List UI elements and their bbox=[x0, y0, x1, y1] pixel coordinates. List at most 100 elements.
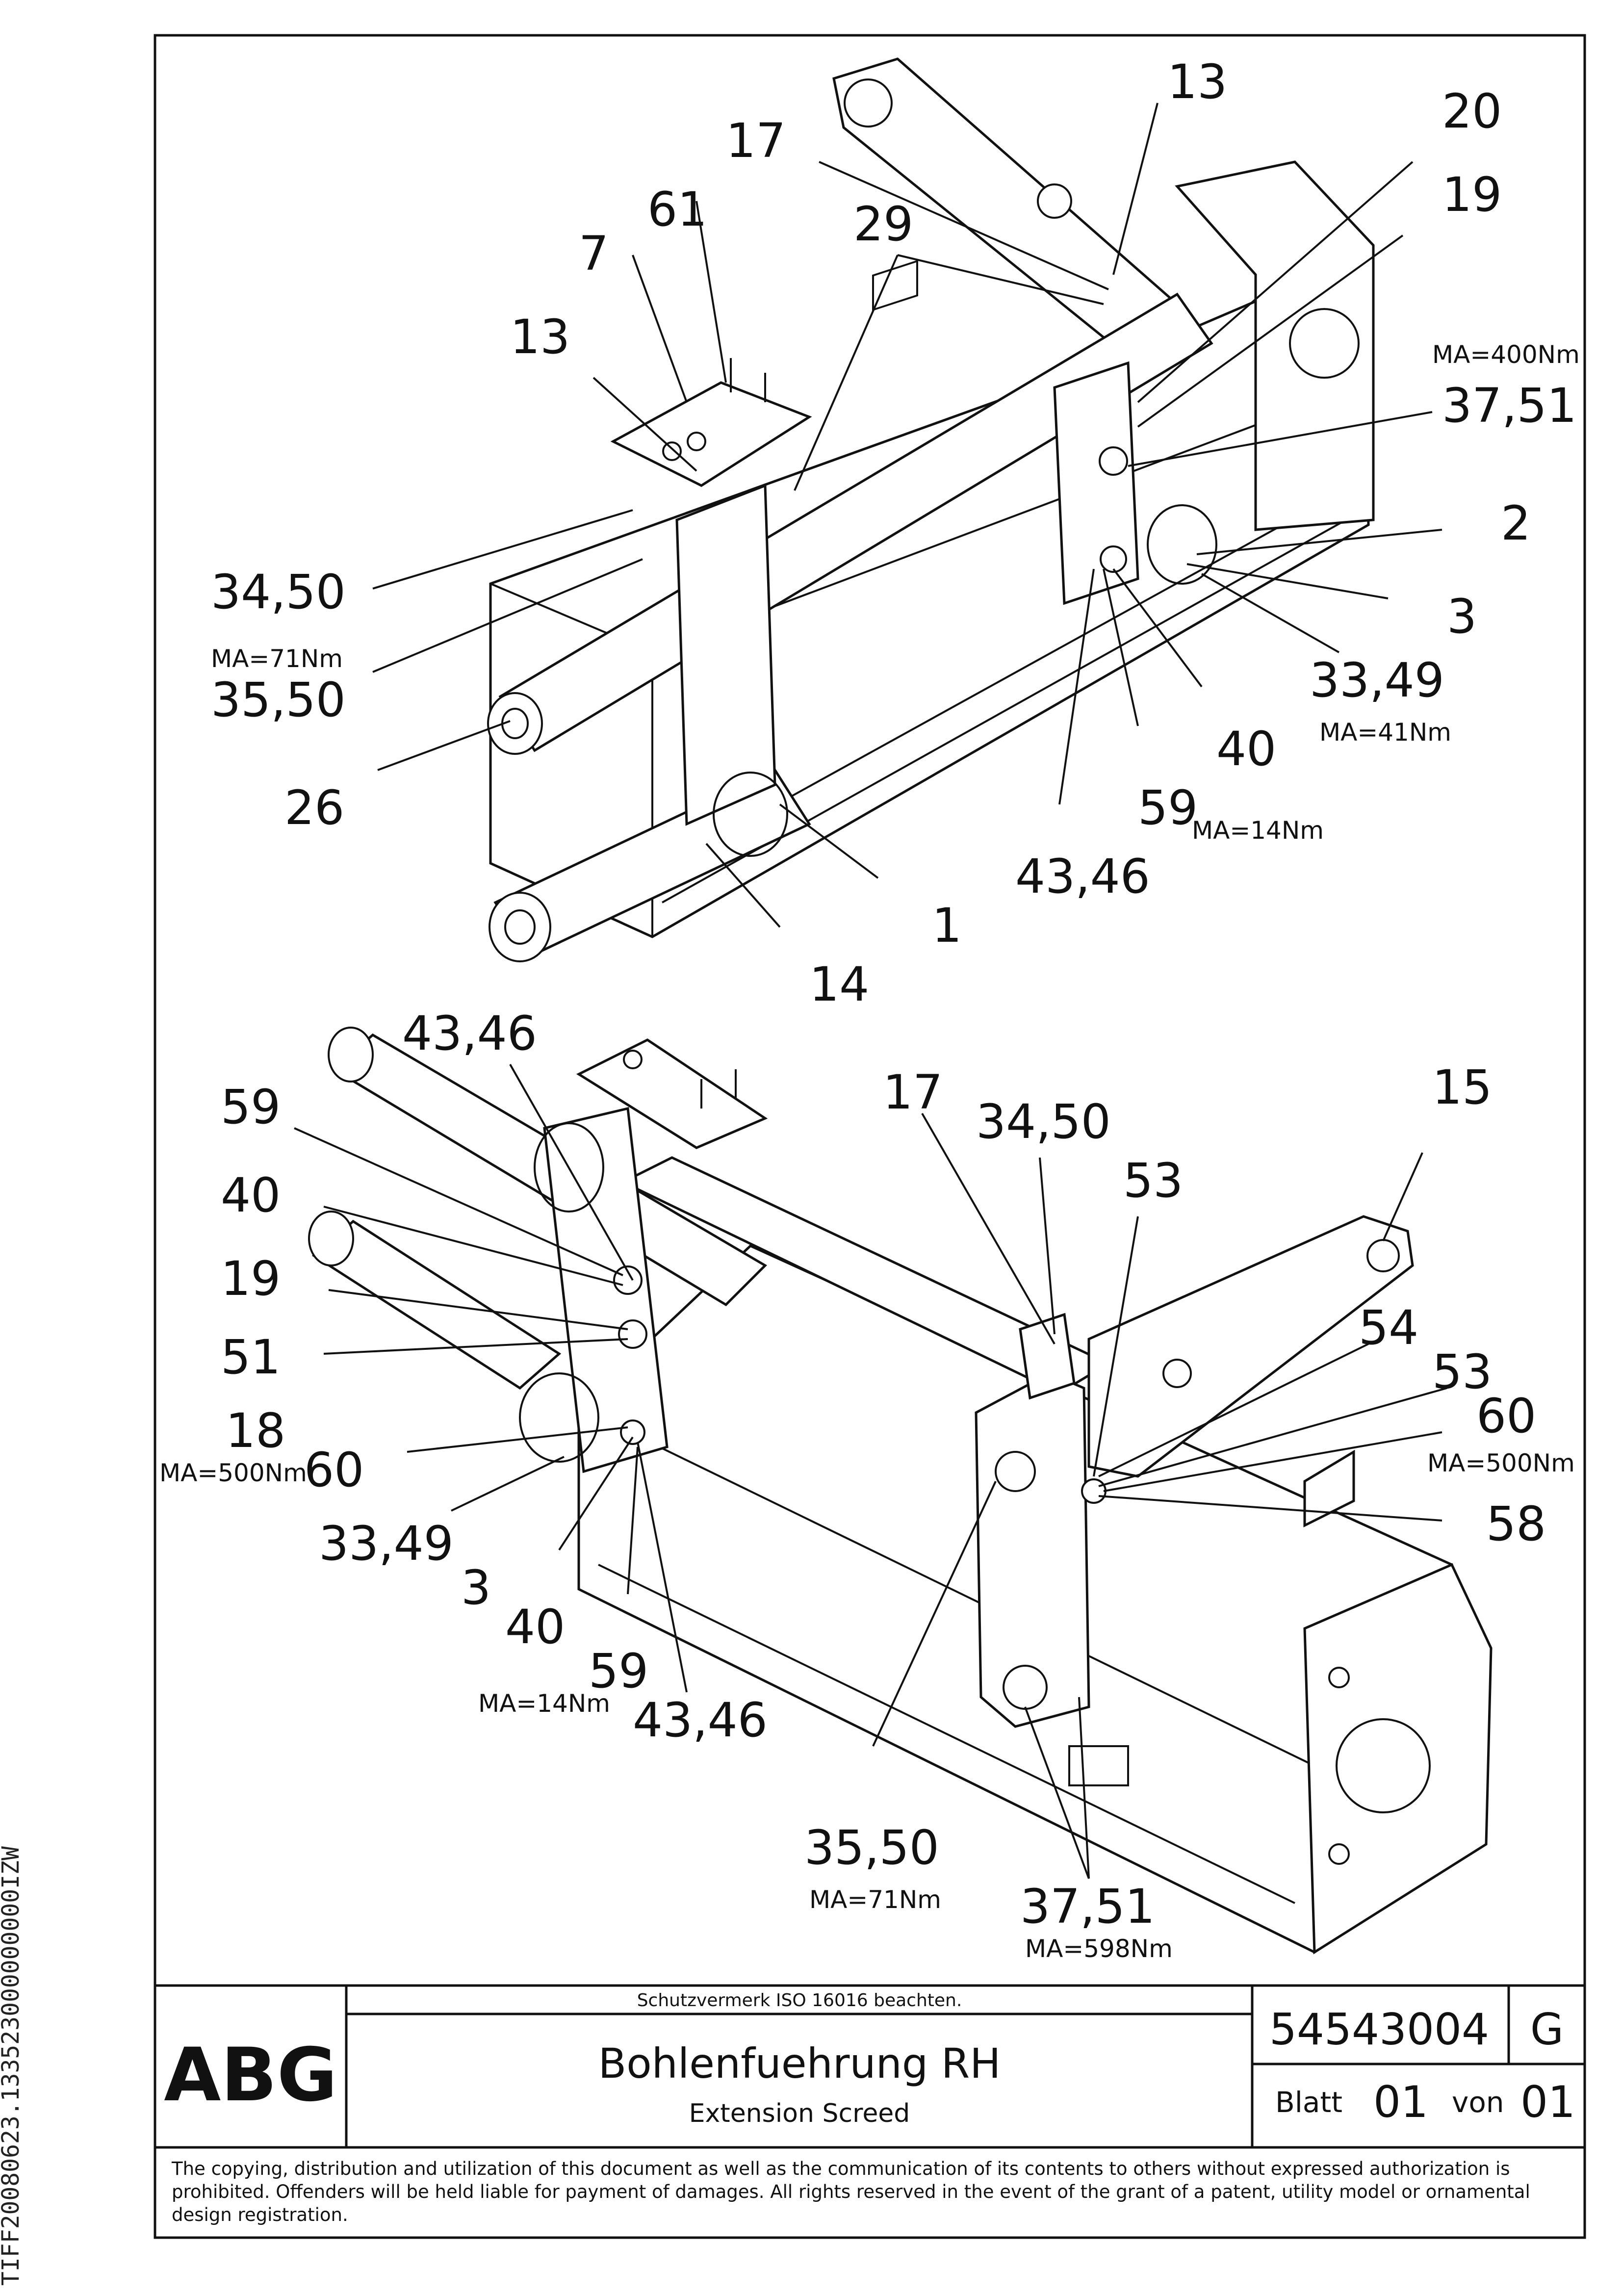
torque-label: MA=500Nm bbox=[1427, 1449, 1575, 1477]
bottom-floor-cutout bbox=[1068, 1745, 1129, 1786]
top-flange-left bbox=[713, 772, 788, 857]
top-end-plate-bore bbox=[1289, 308, 1360, 379]
top-pivot-bolt bbox=[1099, 446, 1128, 476]
callout-label: 59 bbox=[221, 1080, 281, 1135]
bottom-bearing-block-left bbox=[543, 1107, 669, 1473]
sheet-number: 01 bbox=[1373, 2077, 1428, 2127]
top-end-plate bbox=[1175, 160, 1375, 531]
top-lower-bolt bbox=[1100, 545, 1127, 573]
torque-label: MA=14Nm bbox=[1192, 816, 1324, 845]
top-view-labels: 13 20 17 19 61 29 7 13 MA=400Nm 37,51 2 … bbox=[211, 54, 1580, 1012]
top-arm-hole bbox=[1037, 183, 1072, 219]
callout-label: 3 bbox=[1447, 589, 1477, 644]
bottom-guide-arm-hole bbox=[1162, 1359, 1192, 1388]
bottom-lower-tube-end bbox=[308, 1211, 354, 1266]
bottom-end-plate-hole-1 bbox=[1328, 1667, 1350, 1688]
bottom-left-bolt-2 bbox=[618, 1319, 647, 1349]
bottom-bracket-hole bbox=[623, 1050, 643, 1069]
top-bracket-plate bbox=[610, 381, 812, 487]
top-arm-eye bbox=[844, 78, 893, 128]
top-floor-cutout bbox=[872, 259, 918, 311]
callout-label: 29 bbox=[853, 197, 913, 252]
top-flange-right bbox=[1147, 504, 1217, 585]
bottom-view-assembly bbox=[308, 1027, 1493, 1955]
callout-label: 33,49 bbox=[1310, 653, 1444, 708]
bottom-flange-upper bbox=[534, 1122, 604, 1212]
callout-label: 40 bbox=[505, 1599, 565, 1654]
bottom-view-leaders bbox=[294, 1064, 1447, 1879]
revision-letter: G bbox=[1530, 2004, 1564, 2055]
torque-label: MA=598Nm bbox=[1025, 1935, 1173, 1963]
callout-label: 2 bbox=[1501, 496, 1531, 551]
callout-label: 14 bbox=[809, 957, 869, 1012]
bottom-left-bolt-1 bbox=[613, 1265, 643, 1295]
callout-label: 13 bbox=[1167, 54, 1227, 109]
bottom-upper-tube-end bbox=[328, 1027, 374, 1083]
torque-label: MA=71Nm bbox=[809, 1885, 941, 1914]
torque-label: MA=400Nm bbox=[1432, 340, 1580, 369]
callout-label: 19 bbox=[221, 1251, 281, 1306]
callout-label: 43,46 bbox=[402, 1006, 537, 1061]
callout-label: 33,49 bbox=[319, 1516, 454, 1571]
bottom-view-labels: 43,46 17 15 59 34,50 53 40 19 54 51 53 1… bbox=[159, 1006, 1575, 1963]
top-view-assembly bbox=[487, 57, 1375, 962]
of-label: von bbox=[1452, 2086, 1504, 2119]
callout-label: 35,50 bbox=[211, 672, 346, 727]
drawing-subtitle: Extension Screed bbox=[689, 2099, 910, 2128]
callout-label: 3 bbox=[461, 1560, 491, 1615]
sheet-total: 01 bbox=[1520, 2077, 1575, 2127]
callout-label: 1 bbox=[932, 898, 962, 953]
bottom-end-plate-bore bbox=[1336, 1718, 1431, 1813]
torque-label: MA=14Nm bbox=[478, 1689, 610, 1718]
bottom-link-eye-upper bbox=[995, 1451, 1036, 1492]
callout-label: 40 bbox=[221, 1168, 281, 1223]
top-bearing-block-right bbox=[1053, 361, 1139, 605]
bottom-guide-arm-eye bbox=[1366, 1239, 1400, 1272]
callout-label: 34,50 bbox=[976, 1094, 1111, 1149]
callout-label: 20 bbox=[1442, 84, 1502, 139]
callout-label: 43,46 bbox=[1015, 849, 1150, 904]
title-block: ABG Schutzvermerk ISO 16016 beachten. Bo… bbox=[155, 1984, 1585, 2149]
callout-label: 26 bbox=[284, 780, 344, 835]
callout-label: 34,50 bbox=[211, 565, 346, 619]
torque-label: MA=500Nm bbox=[159, 1459, 307, 1487]
callout-label: 54 bbox=[1359, 1300, 1418, 1355]
torque-label: MA=71Nm bbox=[211, 645, 343, 673]
top-bracket-hole-1 bbox=[662, 441, 682, 461]
bottom-right-bolt bbox=[1081, 1478, 1107, 1504]
callout-label: 7 bbox=[579, 226, 609, 281]
bottom-bracket-plate bbox=[576, 1038, 768, 1149]
bottom-end-plate-hole-2 bbox=[1328, 1843, 1350, 1865]
copyright-notice: The copying, distribution and utilizatio… bbox=[172, 2158, 1530, 2225]
callout-label: 60 bbox=[1476, 1389, 1536, 1444]
callout-label: 37,51 bbox=[1442, 378, 1577, 433]
drawing-number: 54543004 bbox=[1269, 2004, 1489, 2055]
bottom-link-eye-lower bbox=[1003, 1665, 1048, 1710]
callout-label: 60 bbox=[304, 1443, 364, 1497]
side-archive-code: TIFF20080623.133523000000000IZW bbox=[0, 1846, 25, 2286]
callout-label: 17 bbox=[883, 1065, 943, 1120]
callout-label: 61 bbox=[647, 182, 707, 237]
callout-label: 13 bbox=[510, 310, 570, 364]
callout-label: 53 bbox=[1432, 1344, 1492, 1399]
top-bearing-block-left bbox=[675, 484, 776, 826]
callout-label: 37,51 bbox=[1020, 1879, 1155, 1934]
company-logo: ABG bbox=[164, 2033, 337, 2118]
callout-label: 59 bbox=[1138, 780, 1198, 835]
callout-label: 51 bbox=[221, 1330, 281, 1385]
callout-label: 40 bbox=[1216, 722, 1276, 776]
drawing-border bbox=[154, 34, 1586, 2239]
protection-note: Schutzvermerk ISO 16016 beachten. bbox=[637, 1990, 962, 2011]
top-lower-tube-bore bbox=[504, 909, 536, 945]
callout-label: 59 bbox=[589, 1644, 648, 1699]
callout-label: 15 bbox=[1432, 1060, 1492, 1115]
bottom-guide-arm bbox=[1087, 1215, 1414, 1478]
drawing-title: Bohlenfuehrung RH bbox=[598, 2039, 1001, 2088]
callout-label: 17 bbox=[726, 113, 786, 168]
torque-label: MA=41Nm bbox=[1319, 718, 1451, 747]
bottom-flange-lower bbox=[519, 1372, 599, 1463]
sheet-label: Blatt bbox=[1275, 2086, 1342, 2119]
callout-label: 35,50 bbox=[804, 1820, 939, 1875]
